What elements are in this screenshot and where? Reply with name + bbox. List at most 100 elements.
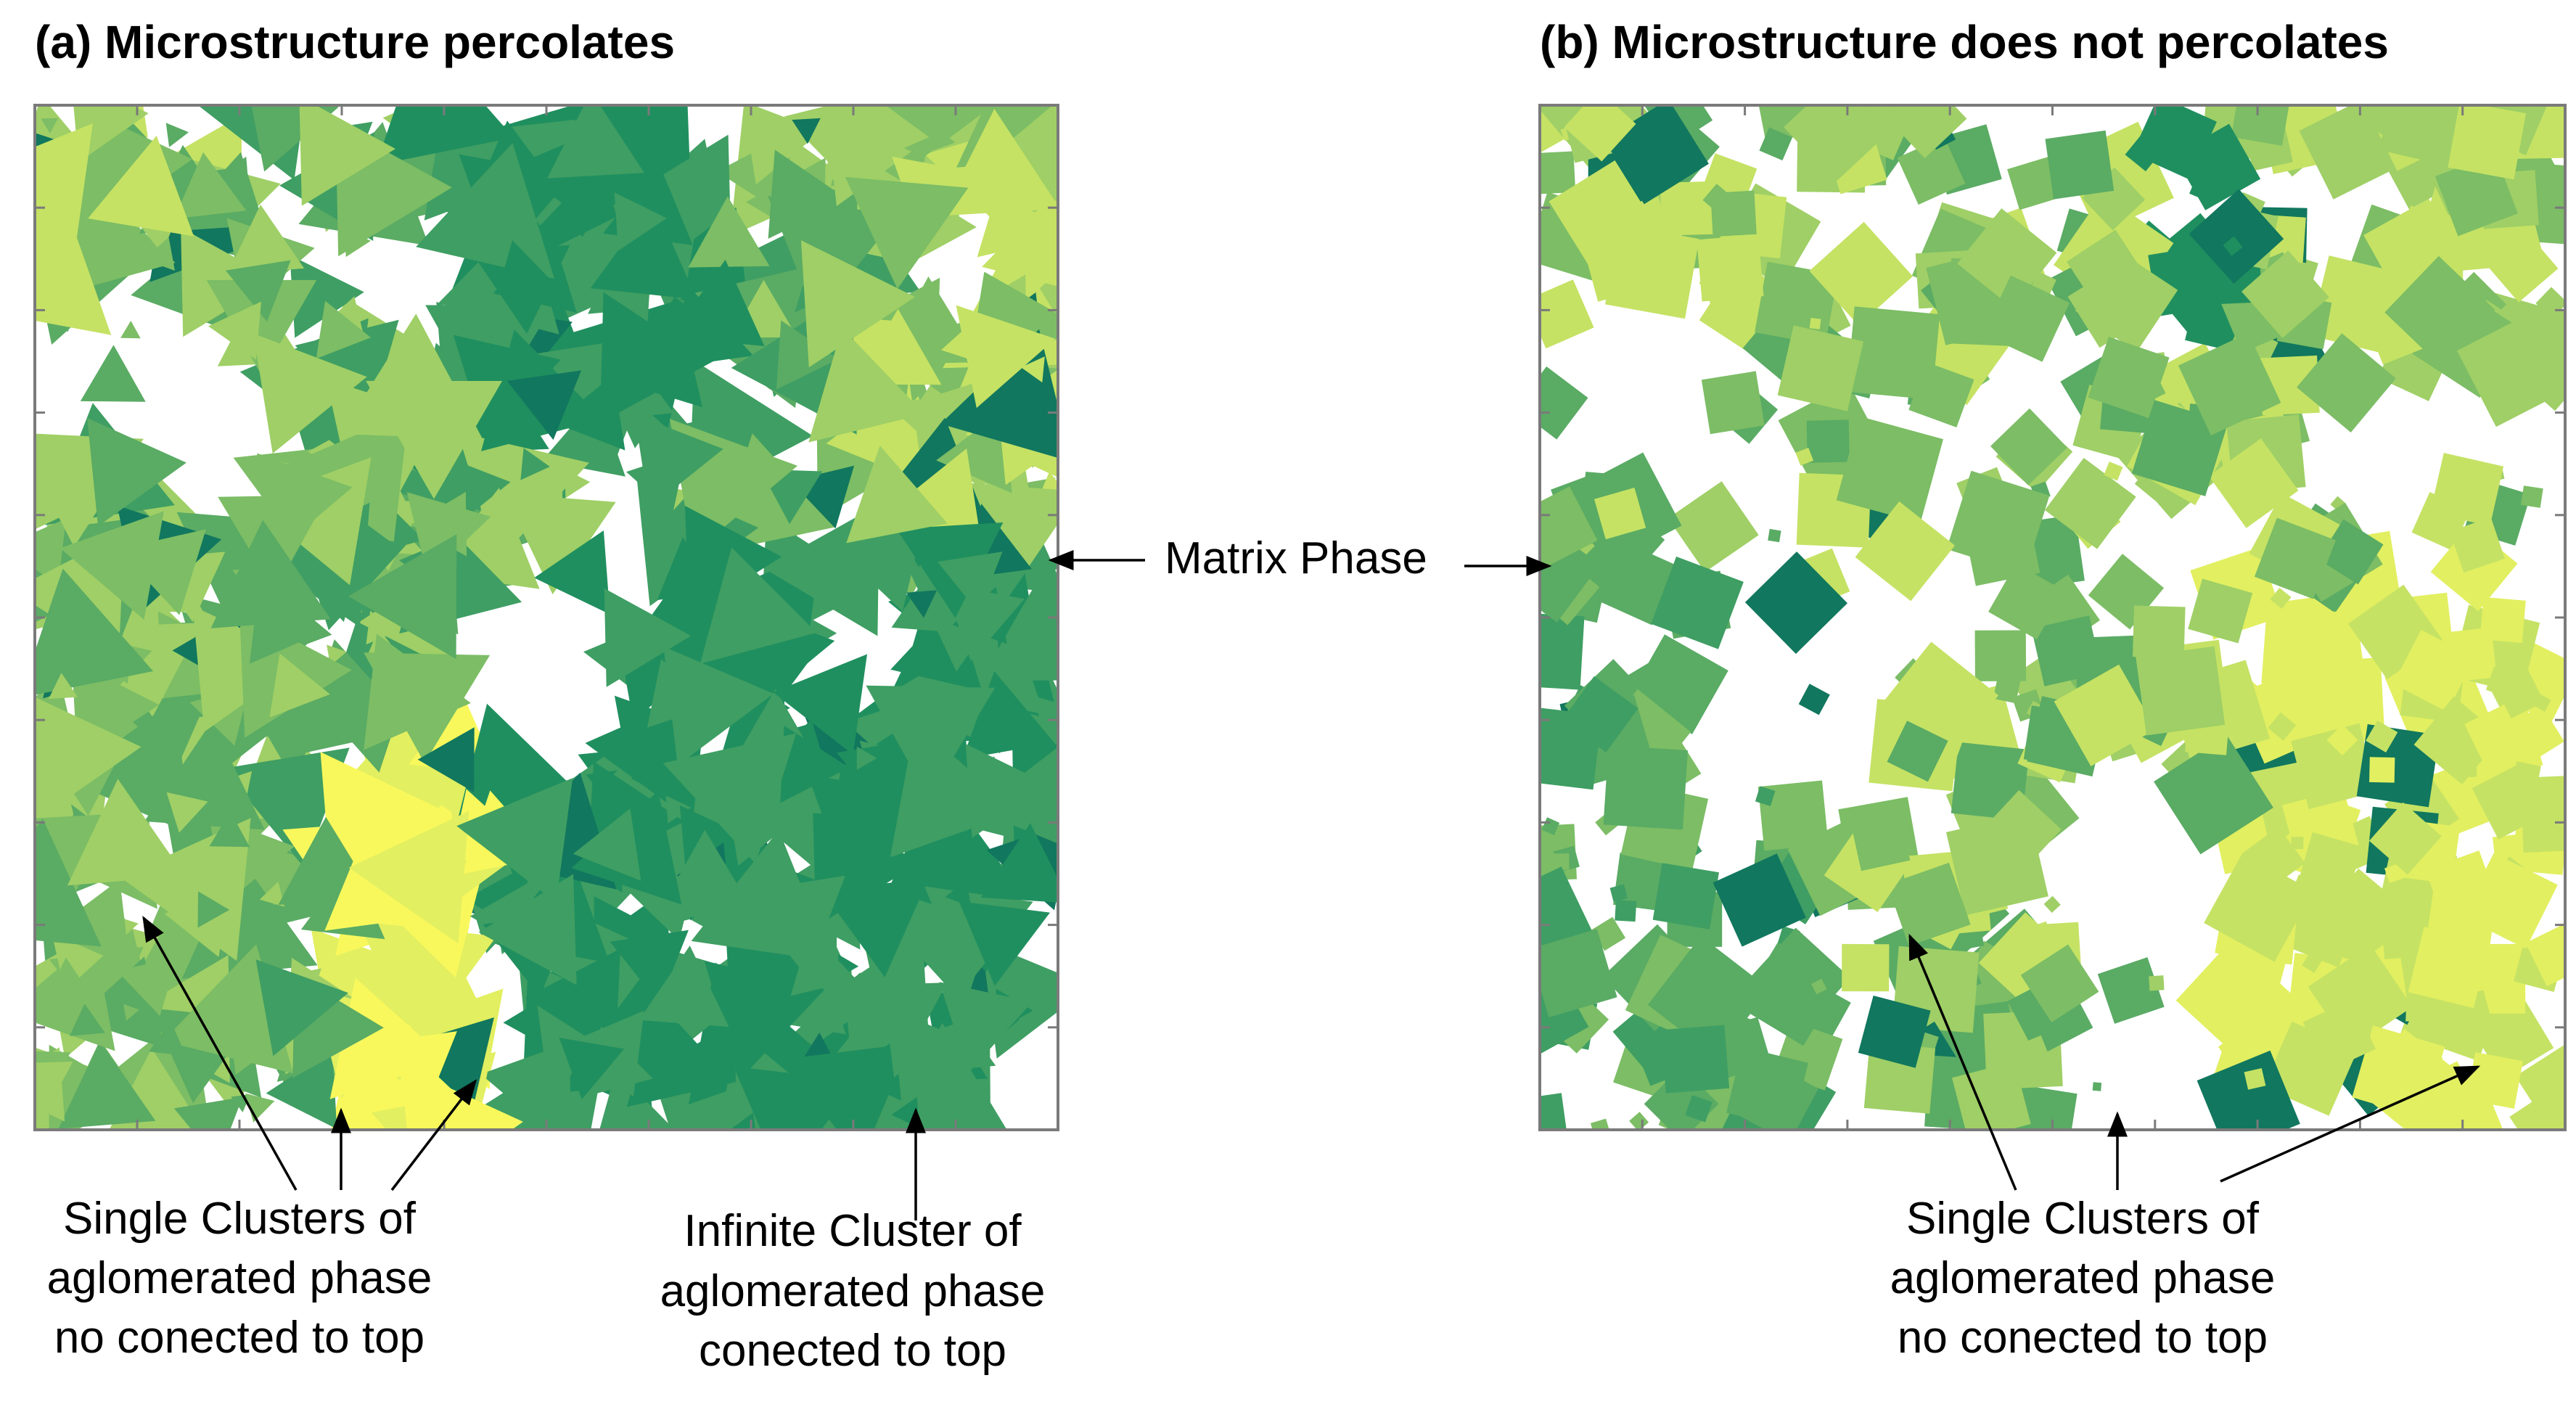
particle-square	[2493, 834, 2519, 861]
arrow-b-cluster-1	[1908, 933, 2017, 1191]
particle-triangle	[845, 176, 969, 290]
particle-triangle	[980, 567, 1058, 681]
particle-triangle	[173, 152, 247, 219]
particle-triangle	[639, 945, 729, 1027]
particle-square	[1846, 306, 1940, 400]
particle-square	[2133, 605, 2186, 659]
particle-square	[2241, 250, 2329, 338]
particle-triangle	[878, 1113, 901, 1130]
particle-triangle	[956, 305, 1056, 409]
particle-triangle	[534, 530, 610, 615]
particle-triangle	[478, 874, 577, 985]
panel-b-ticks	[1540, 105, 2565, 1130]
particle-triangle	[980, 823, 1058, 903]
particle-square	[1540, 366, 1588, 440]
particle-square	[1594, 488, 1646, 540]
particle-triangle	[123, 1004, 140, 1021]
particle-triangle	[35, 697, 141, 821]
particle-square	[2067, 264, 2151, 348]
particle-triangle	[665, 795, 692, 824]
label-a-line2: aglomerated phase	[47, 1253, 432, 1303]
particle-triangle	[117, 956, 178, 1017]
particle-triangle	[691, 829, 832, 961]
particle-square	[1668, 481, 1759, 573]
particle-square	[1757, 780, 1829, 851]
particle-triangle	[506, 370, 582, 440]
particle-square	[2520, 776, 2565, 853]
particle-triangle	[58, 1041, 156, 1129]
particle-square	[2104, 462, 2123, 481]
particle-triangle	[376, 105, 514, 165]
particle-triangle	[60, 511, 164, 620]
particle-square	[1980, 789, 2062, 872]
particle-square	[2174, 123, 2261, 210]
particle-triangle	[573, 808, 641, 881]
particle-triangle	[165, 123, 189, 147]
particle-triangle	[391, 1015, 412, 1039]
particle-square	[1651, 557, 1744, 649]
particle-square	[2448, 105, 2527, 180]
particle-triangle	[366, 380, 502, 499]
particle-square	[1809, 221, 1913, 326]
particle-triangle	[657, 537, 724, 600]
particle-square	[1850, 811, 1911, 871]
particle-square	[1710, 190, 1757, 237]
arrow-b-cluster-3	[2220, 1065, 2481, 1183]
particle-triangle	[208, 301, 261, 360]
particle-triangle	[223, 747, 350, 868]
particle-square	[2178, 332, 2281, 436]
particle-square	[1685, 1095, 1712, 1123]
particle-square	[1712, 853, 1806, 947]
particle-square	[1768, 528, 1781, 543]
particle-square	[1540, 1093, 1567, 1130]
particle-triangle	[225, 260, 291, 322]
particle-triangle	[939, 982, 1033, 1072]
particle-triangle	[889, 448, 983, 547]
particle-triangle	[773, 654, 867, 755]
particle-square	[2196, 1050, 2300, 1130]
particle-square	[2408, 927, 2490, 1009]
particle-triangle	[206, 279, 317, 376]
particle-triangle	[525, 948, 621, 1056]
particle-triangle	[73, 105, 149, 163]
particle-square	[1615, 900, 1637, 922]
particle-triangle	[599, 282, 724, 423]
particle-square	[2231, 105, 2289, 146]
particle-square	[2261, 607, 2344, 689]
particle-triangle	[866, 685, 996, 799]
particle-square	[2043, 895, 2061, 913]
particle-square	[2441, 990, 2495, 1044]
particle-triangle	[348, 811, 469, 944]
particle-triangle	[552, 179, 618, 237]
particle-square	[1652, 863, 1719, 930]
particle-triangle	[962, 671, 1055, 760]
particle-square	[2175, 939, 2294, 1057]
arrow-a-cluster-3	[390, 1079, 477, 1191]
particle-square	[1701, 371, 1765, 435]
particle-square	[2457, 311, 2565, 427]
particle-triangle	[590, 201, 697, 300]
particle-square	[1540, 707, 1602, 790]
particle-triangle	[87, 418, 186, 527]
particle-square	[2318, 519, 2384, 585]
particle-triangle	[729, 1112, 755, 1130]
particle-square	[1739, 942, 1842, 1046]
panel-b-single-clusters-label: Single Clusters of aglomerated phase no …	[1890, 1194, 2276, 1363]
particle-square	[2054, 664, 2156, 766]
particle-triangle	[35, 1061, 73, 1123]
particle-square	[1795, 448, 1814, 466]
particle-square	[1726, 1046, 1808, 1129]
particle-triangle	[626, 1002, 734, 1107]
particle-square	[1809, 318, 1821, 329]
particle-triangle	[780, 726, 850, 803]
particle-square	[2254, 517, 2336, 599]
particle-square	[2149, 975, 2165, 991]
particle-triangle	[630, 334, 702, 408]
particle-square	[1863, 1042, 1936, 1114]
particle-square	[1590, 1118, 1609, 1130]
particle-square	[1993, 676, 2021, 704]
particle-triangle	[906, 590, 938, 618]
panel-a-ticks	[35, 105, 1058, 1130]
particle-square	[1642, 1057, 1671, 1086]
particle-square	[2291, 837, 2304, 850]
